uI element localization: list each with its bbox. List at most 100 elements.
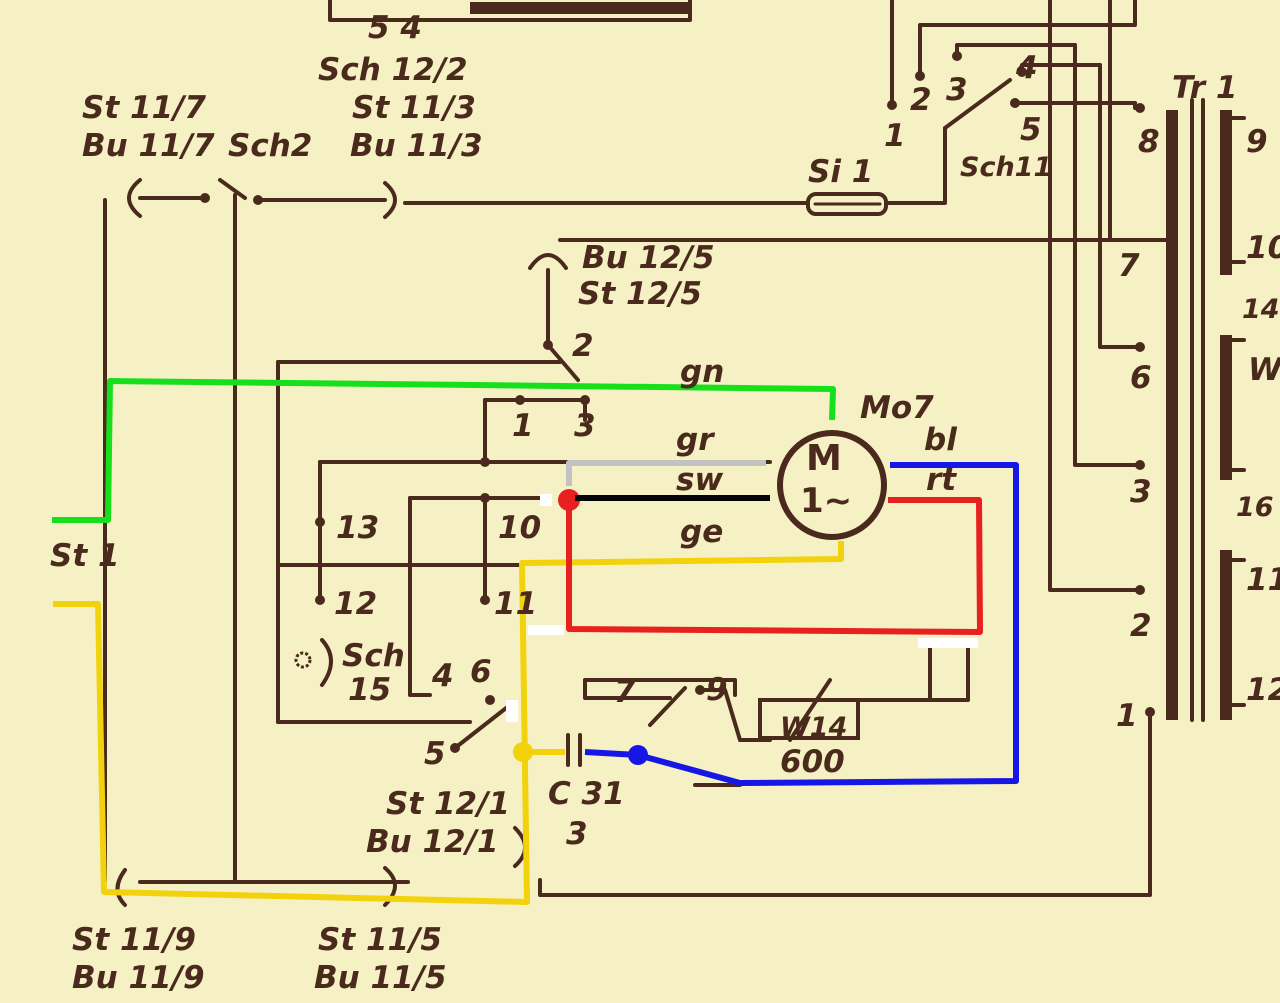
potentiometer-w14 [758, 698, 860, 740]
label-sch12-2: Sch 12/2 [318, 52, 468, 88]
label-sch2: Sch2 [228, 128, 312, 164]
label-tap-3: 3 [1130, 474, 1152, 510]
label-w14: W14 [780, 712, 847, 743]
label-node-1: 1 [512, 408, 534, 444]
label-node-3: 3 [574, 408, 596, 444]
label-sec-12: 12 [1246, 672, 1280, 708]
node-3 [580, 395, 590, 405]
wire-7-9-top [583, 678, 737, 697]
label-node-7: 7 [614, 674, 636, 710]
wire-green-gn [52, 378, 836, 523]
label-bl: bl [924, 422, 957, 458]
label-st12-5: St 12/5 [578, 276, 702, 312]
label-tap-7: 7 [1118, 248, 1140, 284]
label-motor-m: M [806, 438, 842, 479]
tap-line-b [1073, 43, 1142, 467]
tap-line-e [1108, 0, 1162, 242]
label-sch11-pin-4: 4 [1015, 50, 1038, 86]
wire-right-return [538, 710, 1152, 897]
label-bu11-7: Bu 11/7 [82, 128, 215, 164]
label-sch11-pin-3: 3 [946, 72, 968, 108]
label-c31: C 31 [548, 776, 625, 812]
blue-junction [628, 745, 648, 765]
label-sec-16: 16 [1236, 492, 1274, 523]
label-st11-5: St 11/5 [318, 922, 442, 958]
label-ge: ge [680, 514, 723, 550]
label-sec-11: 11 [1246, 562, 1280, 598]
label-node-9: 9 [706, 672, 728, 708]
wire-fuse-to-sch11 [884, 126, 947, 205]
label-node-4: 4 [431, 658, 454, 694]
st11-7-node [200, 193, 210, 203]
label-sec-w: W [1248, 352, 1280, 388]
printed-schematic [103, 0, 1246, 907]
label-tap-1: 1 [1116, 698, 1138, 734]
label-sch11-pin-5: 5 [1020, 112, 1042, 148]
colored-wire-overlays [52, 378, 1019, 905]
switch-5-6-blade [453, 703, 512, 750]
st11-9-connector [115, 868, 127, 907]
label-sec-10: 10 [1246, 230, 1280, 266]
label-node-2: 2 [572, 328, 594, 364]
label-sch15-a: Sch [342, 638, 405, 674]
label-node-10: 10 [498, 510, 541, 546]
tap-line-a [1048, 0, 1142, 592]
node-11 [480, 595, 490, 605]
label-node-6: 6 [470, 654, 492, 690]
label-sch11-pin-1: 1 [884, 118, 906, 154]
label-mo7: Mo7 [860, 390, 934, 426]
sch11-lead-3 [955, 43, 1077, 58]
sch2-node [253, 195, 263, 205]
wire-red-rt [566, 497, 983, 635]
label-node-11: 11 [494, 586, 537, 622]
label-bu11-5: Bu 11/5 [314, 960, 447, 996]
bu11-3-connector [383, 181, 397, 219]
wire-yellow-ge [53, 541, 844, 905]
label-bu12-5: Bu 12/5 [582, 240, 715, 276]
label-node-13: 13 [336, 510, 379, 546]
label-st11-3: St 11/3 [352, 90, 476, 126]
node-5 [450, 743, 460, 753]
label-sch15-b: 15 [348, 672, 391, 708]
label-tap-2: 2 [1130, 608, 1152, 644]
label-node-5: 5 [424, 736, 446, 772]
label-st1: St 1 [50, 538, 120, 574]
label-sch12-pins: 5 4 [368, 10, 422, 46]
tap-line-c [1098, 63, 1142, 349]
wire-10-left-down [408, 496, 432, 697]
label-st11-7: St 11/7 [82, 90, 206, 126]
label-st12-1: St 12/1 [386, 786, 510, 822]
erase-mark-1 [528, 625, 564, 635]
tap-node-2 [1135, 585, 1145, 595]
switch-7-9-blade [648, 686, 687, 727]
label-bu11-9: Bu 11/9 [72, 960, 205, 996]
erase-mark-2 [918, 638, 978, 648]
label-sch11: Sch11 [960, 152, 1052, 183]
sch2-blade [218, 178, 247, 200]
bu12-5-connector [528, 253, 568, 270]
label-tap-6: 6 [1130, 360, 1152, 396]
erase-mark-4 [540, 494, 552, 506]
node-1 [515, 395, 525, 405]
label-node-3b: 3 [566, 816, 588, 852]
wire-w14-right [856, 638, 932, 702]
sch15-pivot [294, 651, 312, 669]
label-gn: gn [680, 354, 724, 390]
wire-9-to-w14 [698, 688, 772, 742]
node-gr [480, 457, 490, 467]
label-tr1: Tr 1 [1172, 70, 1237, 106]
red-junction [558, 489, 580, 511]
tap-node-3 [1135, 460, 1145, 470]
label-sec-9: 9 [1246, 124, 1268, 160]
label-motor-ac: 1~ [800, 481, 852, 521]
label-w14-value: 600 [780, 744, 845, 780]
tap-node-6 [1135, 342, 1145, 352]
label-st11-9: St 11/9 [72, 922, 196, 958]
label-sw: sw [676, 462, 723, 498]
label-gr: gr [676, 422, 715, 458]
sch15-contact [320, 638, 333, 687]
node-12 [315, 595, 325, 605]
st11-7-connector [127, 178, 142, 218]
tap-node-8 [1135, 103, 1145, 113]
